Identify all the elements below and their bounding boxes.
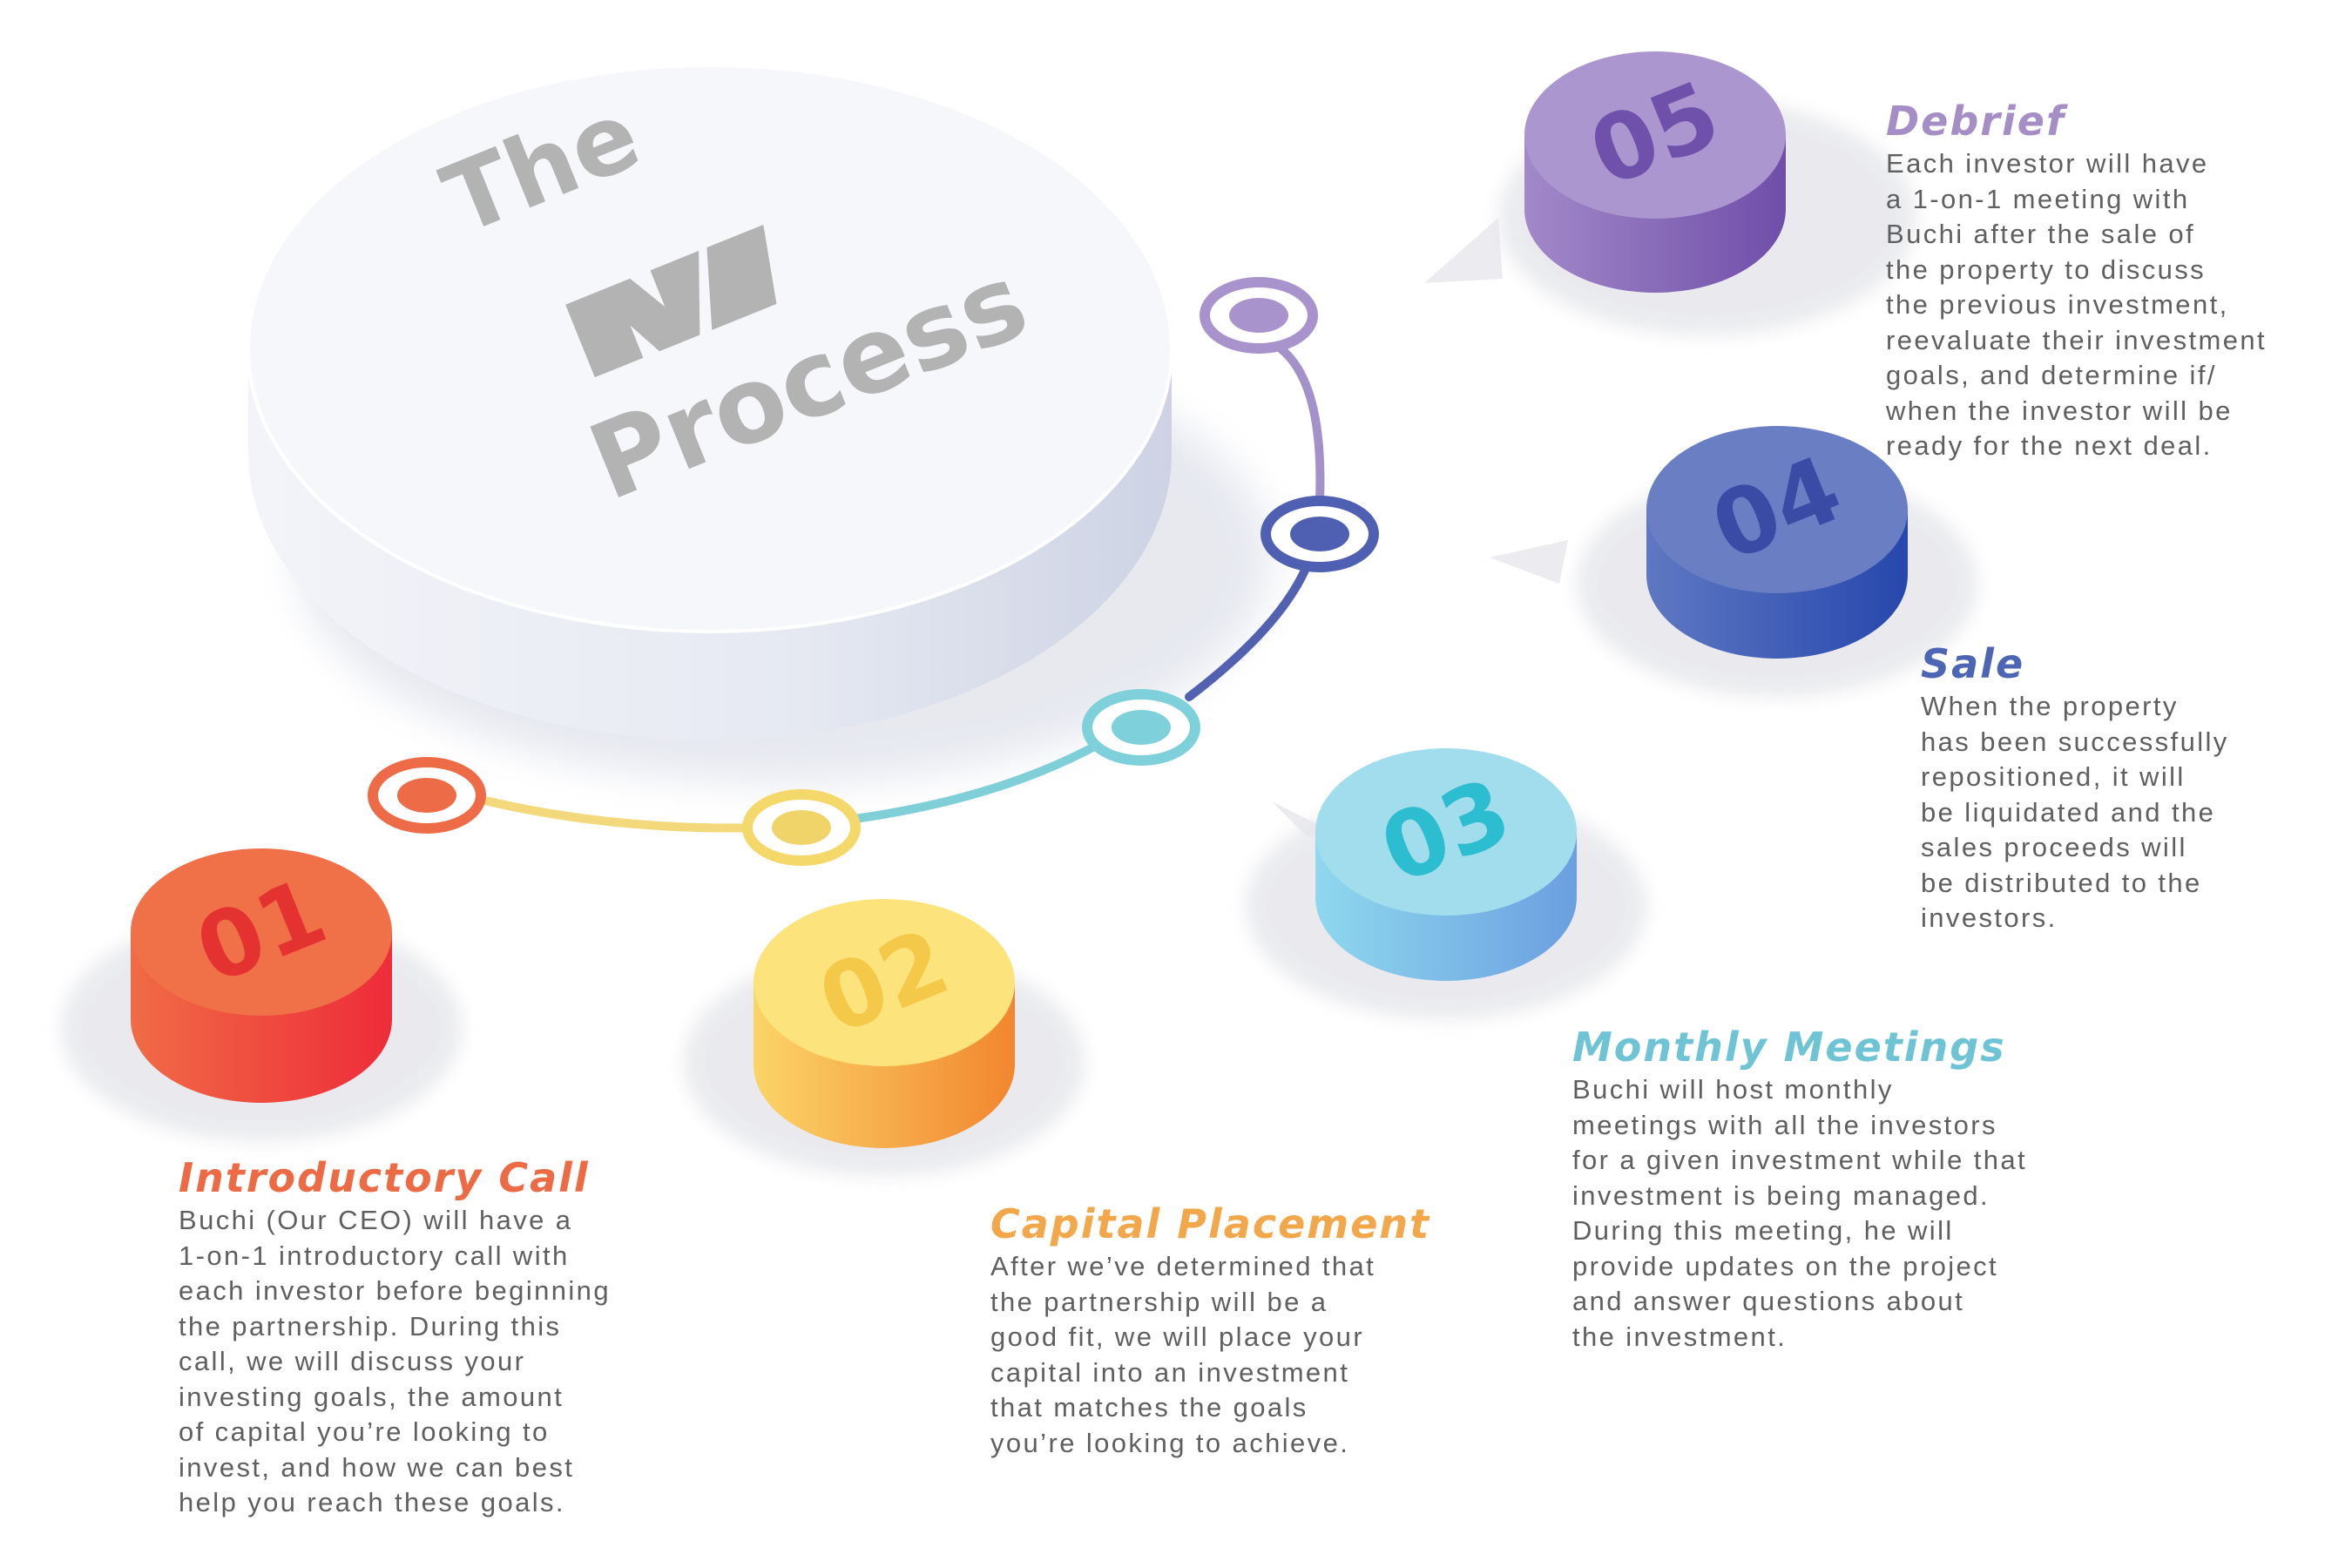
step-description-04: When the property has been successfully … <box>1921 691 2229 933</box>
step-title-05: Debrief <box>1886 98 2065 145</box>
step-text-04: Sale When the property has been successf… <box>1921 640 2330 936</box>
step-title-03: Monthly Meetings <box>1572 1024 2006 1071</box>
step-title-04: Sale <box>1921 640 2025 687</box>
step-text-01: Introductory Call Buchi (Our CEO) will h… <box>179 1154 719 1521</box>
main-disc <box>247 64 1173 740</box>
step-description-01: Buchi (Our CEO) will have a 1-on-1 intro… <box>179 1205 611 1517</box>
process-path <box>466 344 1325 833</box>
step-text-02: Capital Placement After we’ve determined… <box>990 1200 1531 1461</box>
step-disc-04: 04 <box>1490 426 1977 697</box>
step-description-03: Buchi will host monthly meetings with al… <box>1572 1074 2028 1352</box>
nv-logo-mark-icon <box>565 224 777 378</box>
step-disc-02: 02 <box>684 899 1085 1176</box>
step-disc-03: 03 <box>1246 748 1646 1019</box>
path-node-1 <box>368 757 486 834</box>
step-title-02: Capital Placement <box>990 1200 1431 1247</box>
step-description-05: Each investor will have a 1-on-1 meeting… <box>1886 148 2267 461</box>
path-node-5 <box>1200 277 1318 354</box>
step-text-05: Debrief Each investor will have a 1-on-1… <box>1886 98 2343 464</box>
path-node-3 <box>1082 689 1200 766</box>
step-disc-05: 05 <box>1424 51 1916 335</box>
step-text-03: Monthly Meetings Buchi will host monthly… <box>1572 1024 2112 1355</box>
step-description-02: After we’ve determined that the partners… <box>990 1251 1376 1458</box>
step-title-01: Introductory Call <box>179 1154 590 1201</box>
step-disc-01: 01 <box>61 848 462 1141</box>
path-node-4 <box>1260 496 1379 572</box>
path-node-2 <box>742 789 861 866</box>
